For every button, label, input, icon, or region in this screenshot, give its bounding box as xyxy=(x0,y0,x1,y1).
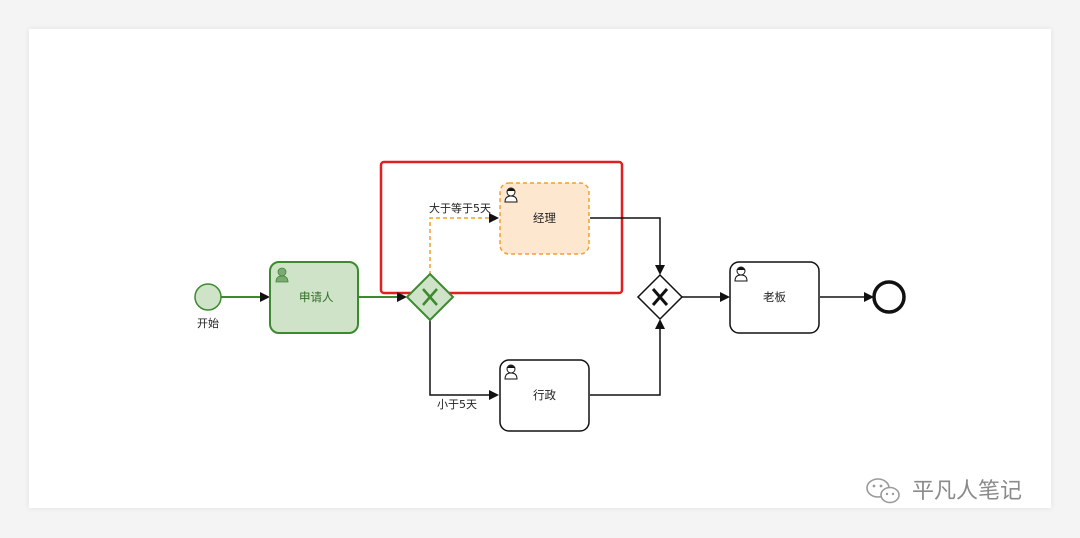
watermark: 平凡人笔记 xyxy=(866,478,1022,504)
user-icon xyxy=(504,364,518,380)
watermark-text: 平凡人笔记 xyxy=(912,479,1022,504)
task-admin-label: 行政 xyxy=(533,388,556,402)
flow-gateway-to-manager xyxy=(429,213,499,275)
edge-label-ge5: 大于等于5天 xyxy=(429,201,491,215)
flow-gateway-to-admin xyxy=(429,320,499,400)
flow-manager-to-gateway2 xyxy=(590,217,665,275)
edge-label-lt5: 小于5天 xyxy=(437,398,477,411)
gateway-merge[interactable] xyxy=(636,273,684,321)
user-icon xyxy=(275,267,289,283)
start-event-label: 开始 xyxy=(197,316,219,330)
task-admin[interactable]: 行政 xyxy=(499,359,590,432)
task-manager[interactable]: 经理 xyxy=(499,182,590,255)
end-event[interactable] xyxy=(872,280,906,314)
gateway-days-decision[interactable] xyxy=(405,272,455,322)
highlight-box xyxy=(379,160,624,295)
user-icon xyxy=(504,187,518,203)
task-applicant[interactable]: 申请人 xyxy=(269,261,359,334)
exclusive-gateway-x-icon xyxy=(422,288,438,306)
task-manager-label: 经理 xyxy=(533,211,556,225)
start-event[interactable] xyxy=(194,283,222,311)
task-applicant-label: 申请人 xyxy=(299,290,334,304)
wechat-icon xyxy=(866,478,900,504)
flow-admin-to-gateway2 xyxy=(590,319,665,396)
exclusive-gateway-x-icon xyxy=(651,288,669,306)
user-icon xyxy=(734,266,748,282)
task-boss[interactable]: 老板 xyxy=(729,261,820,334)
task-boss-label: 老板 xyxy=(763,290,786,304)
